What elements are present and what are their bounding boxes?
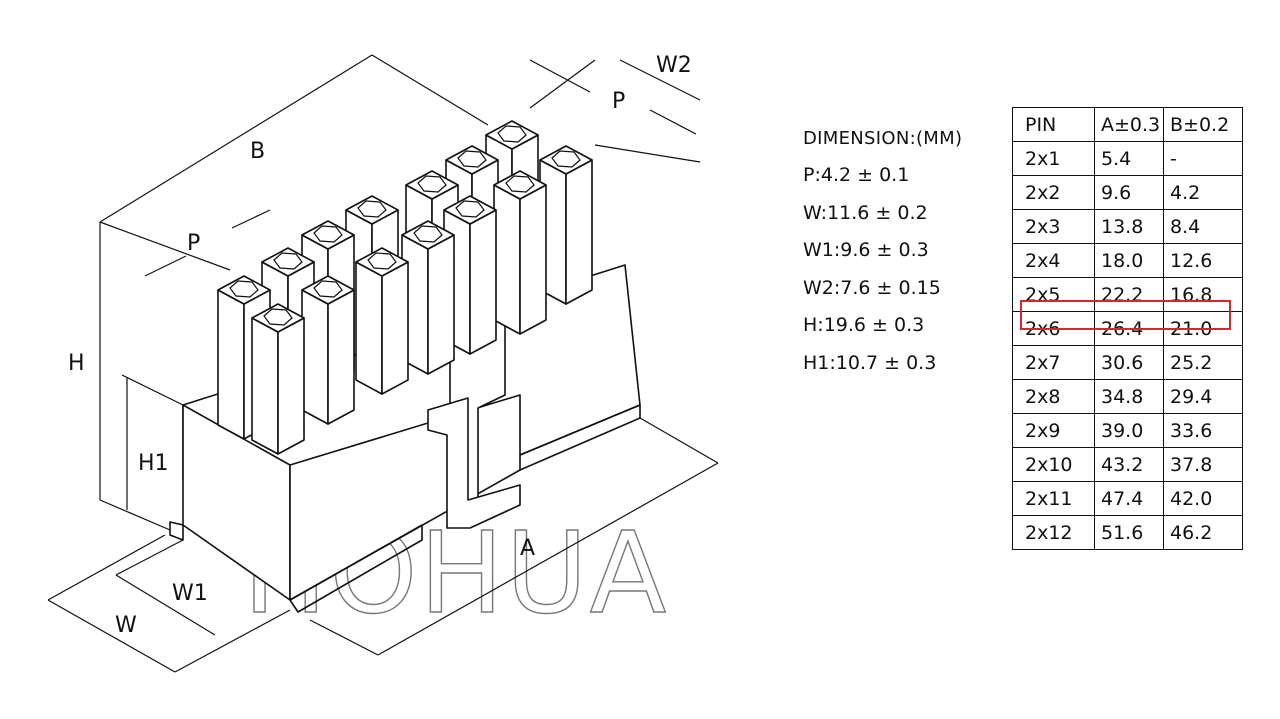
- label-w2: W2: [656, 53, 692, 78]
- label-b: B: [250, 139, 265, 164]
- latch-lower: [427, 397, 521, 529]
- cell-pin: 2x2: [1012, 175, 1095, 210]
- cell-pin: 2x11: [1012, 481, 1095, 516]
- dimension-item: W:11.6 ± 0.2: [803, 201, 928, 224]
- cell-b: 16.8: [1163, 277, 1243, 312]
- label-h: H: [68, 351, 85, 376]
- cell-b: 33.6: [1163, 413, 1243, 448]
- cell-pin: 2x9: [1012, 413, 1095, 448]
- rear-rail: [519, 404, 641, 471]
- dimension-item: H:19.6 ± 0.3: [803, 314, 925, 336]
- pin-towers: [217, 120, 593, 455]
- header-b: B±0.2: [1163, 107, 1243, 142]
- cell-b: 46.2: [1163, 515, 1243, 550]
- cell-pin: 2x4: [1012, 243, 1095, 278]
- cell-b: 12.6: [1163, 243, 1243, 278]
- label-p-top: P: [612, 89, 625, 114]
- table-header-row: PIN A±0.3 B±0.2: [1012, 107, 1243, 142]
- label-p-left: P: [187, 231, 200, 256]
- header-pin: PIN: [1012, 107, 1095, 142]
- front-rail: [289, 524, 423, 613]
- dimension-item: W2:7.6 ± 0.15: [803, 276, 941, 299]
- pin-tower: [493, 170, 547, 335]
- cell-b: 29.4: [1163, 379, 1243, 414]
- pin-tower: [355, 247, 409, 395]
- dimension-heading: DIMENSION:(MM): [803, 128, 963, 149]
- pin-tower: [401, 220, 455, 375]
- cell-b: 37.8: [1163, 447, 1243, 482]
- cell-b: -: [1163, 141, 1243, 176]
- cell-a: 22.2: [1094, 277, 1164, 312]
- cell-a: 34.8: [1094, 379, 1164, 414]
- cell-pin: 2x8: [1012, 379, 1095, 414]
- dimension-item: P:4.2 ± 0.1: [803, 164, 910, 186]
- cell-pin: 2x10: [1012, 447, 1095, 482]
- cell-b: 4.2: [1163, 175, 1243, 210]
- cell-pin: 2x3: [1012, 209, 1095, 244]
- cell-a: 39.0: [1094, 413, 1164, 448]
- label-h1: H1: [138, 451, 169, 476]
- pin-tower: [301, 275, 355, 425]
- cell-b: 21.0: [1163, 311, 1243, 346]
- cell-pin: 2x1: [1012, 141, 1095, 176]
- dimension-item: W1:9.6 ± 0.3: [803, 239, 929, 261]
- cell-b: 8.4: [1163, 209, 1243, 244]
- label-w1: W1: [172, 581, 208, 606]
- cell-a: 5.4: [1094, 141, 1164, 176]
- dimension-item: H1:10.7 ± 0.3: [803, 351, 937, 374]
- label-a: A: [520, 536, 535, 561]
- cell-a: 9.6: [1094, 175, 1164, 210]
- cell-a: 43.2: [1094, 447, 1164, 482]
- cell-pin: 2x12: [1012, 515, 1095, 550]
- pin-tower: [539, 145, 593, 305]
- cell-pin: 2x5: [1012, 277, 1095, 312]
- cell-pin: 2x7: [1012, 345, 1095, 380]
- dimension-lines: [47, 54, 719, 673]
- dimension-list: DIMENSION:(MM) P:4.2 ± 0.1 W:11.6 ± 0.2 …: [803, 120, 962, 382]
- cell-b: 42.0: [1163, 481, 1243, 516]
- cell-a: 26.4: [1094, 311, 1164, 346]
- cell-a: 18.0: [1094, 243, 1164, 278]
- header-a: A±0.3: [1094, 107, 1164, 142]
- cell-pin: 2x6: [1012, 311, 1095, 346]
- label-w: W: [115, 613, 137, 638]
- cell-a: 30.6: [1094, 345, 1164, 380]
- cell-a: 13.8: [1094, 209, 1164, 244]
- cell-a: 51.6: [1094, 515, 1164, 550]
- pin-tower: [251, 303, 305, 455]
- cell-b: 25.2: [1163, 345, 1243, 380]
- cell-a: 47.4: [1094, 481, 1164, 516]
- left-foot: [169, 521, 184, 541]
